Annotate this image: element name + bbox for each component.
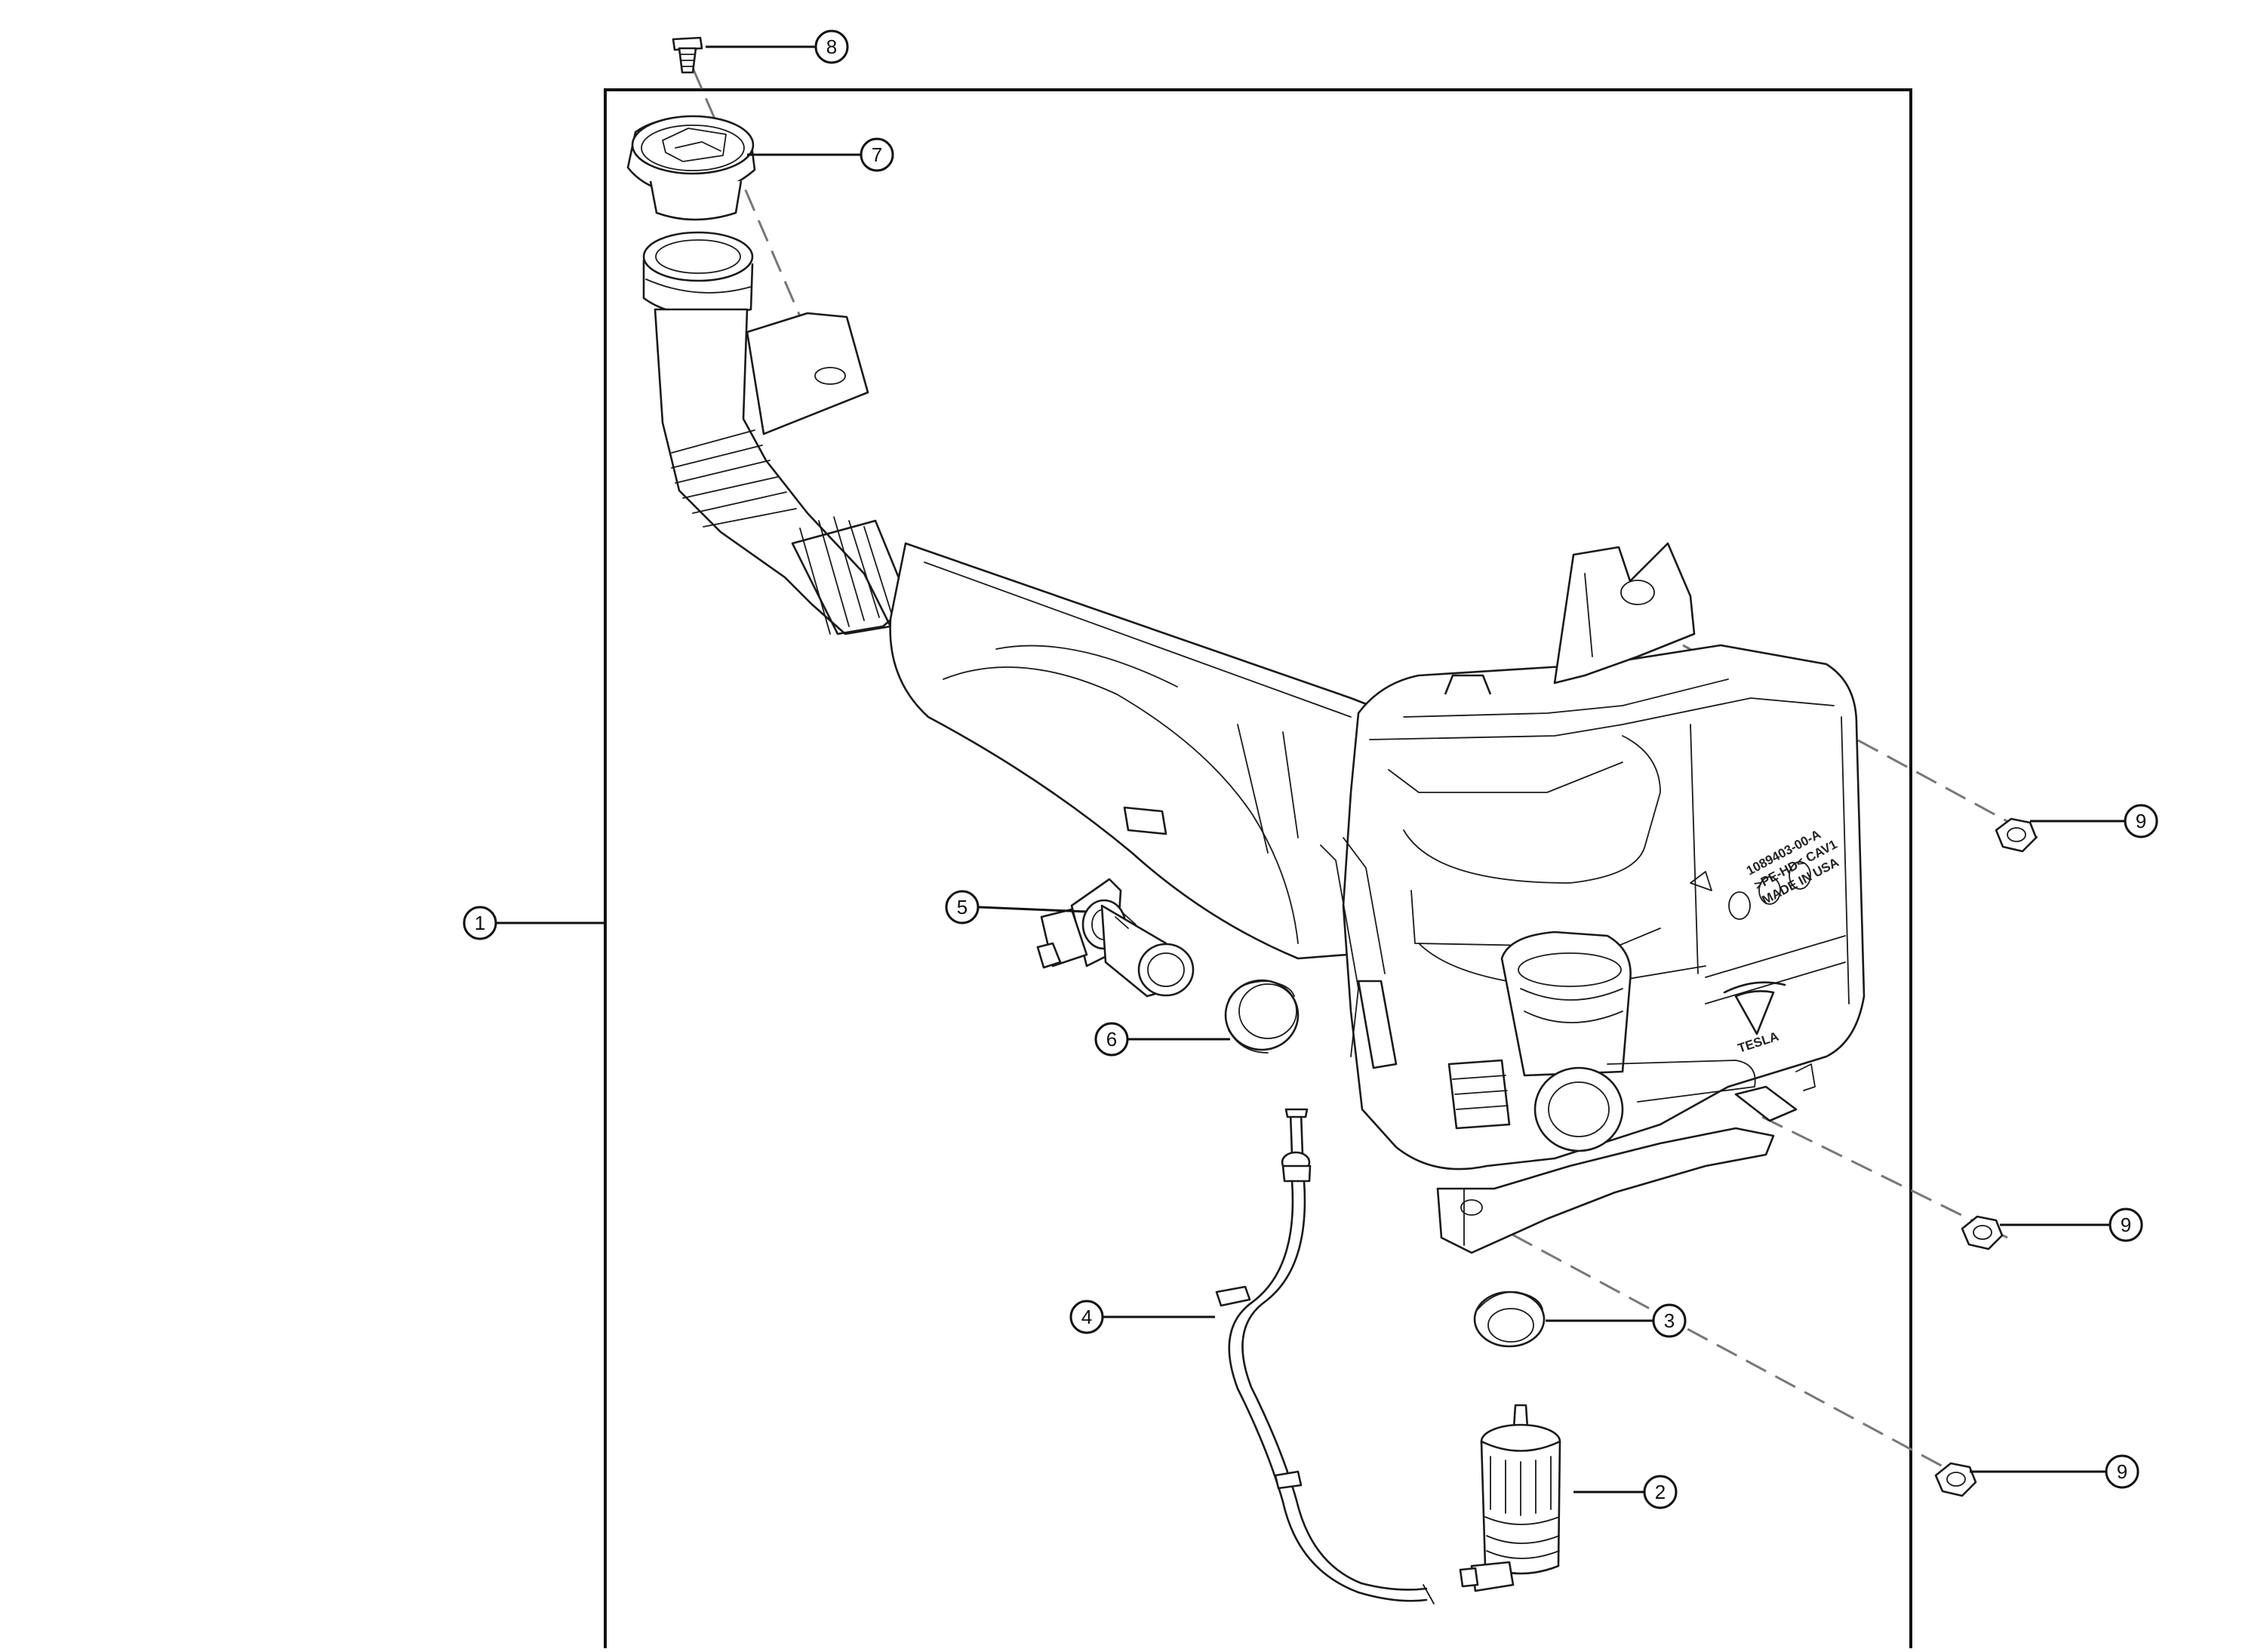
- callout-leaders: [497, 45, 2124, 1494]
- alignment-line-9b: [1761, 1115, 2008, 1239]
- callout-7-label: 7: [872, 143, 882, 166]
- callout-3-label: 3: [1664, 1309, 1675, 1332]
- callout-9c: 9: [2105, 1454, 2139, 1489]
- screw-part: [672, 36, 703, 74]
- recycle-symbol: [1690, 871, 1712, 891]
- callout-8: 8: [814, 29, 849, 64]
- callout-9c-label: 9: [2117, 1460, 2127, 1483]
- callout-6: 6: [1094, 1022, 1129, 1057]
- callout-6-label: 6: [1106, 1028, 1117, 1051]
- callout-1: 1: [463, 906, 497, 940]
- callout-9a-label: 9: [2136, 810, 2146, 832]
- callout-2-label: 2: [1655, 1481, 1666, 1503]
- nut-part-b: [1961, 1215, 2004, 1251]
- callout-8-label: 8: [826, 35, 837, 58]
- filler-cap-part: [626, 115, 756, 221]
- callout-7: 7: [860, 137, 894, 172]
- reservoir-assembly: 1089403-00-A >PE-HD< CAV1 MADE IN USA TE…: [642, 231, 1866, 1254]
- level-sensor-part: [1036, 878, 1195, 998]
- callout-4-label: 4: [1081, 1306, 1092, 1328]
- callout-1-label: 1: [475, 912, 485, 934]
- callout-3: 3: [1652, 1303, 1687, 1338]
- nut-part-a: [1995, 817, 2038, 853]
- callout-9b-label: 9: [2121, 1214, 2131, 1236]
- pump-grommet-part: [1473, 1291, 1546, 1348]
- callout-9b: 9: [2109, 1207, 2143, 1242]
- callout-4: 4: [1069, 1300, 1104, 1334]
- alignment-line-9c: [1482, 1217, 1974, 1484]
- washer-pump-part: [1459, 1404, 1561, 1592]
- washer-hose-part: [1215, 1108, 1435, 1604]
- callout-5: 5: [945, 890, 980, 924]
- callout-5-label: 5: [957, 896, 967, 918]
- nut-part-c: [1934, 1462, 1977, 1497]
- sensor-grommet-part: [1224, 979, 1300, 1054]
- callout-2: 2: [1643, 1475, 1678, 1509]
- callout-9a: 9: [2124, 804, 2158, 838]
